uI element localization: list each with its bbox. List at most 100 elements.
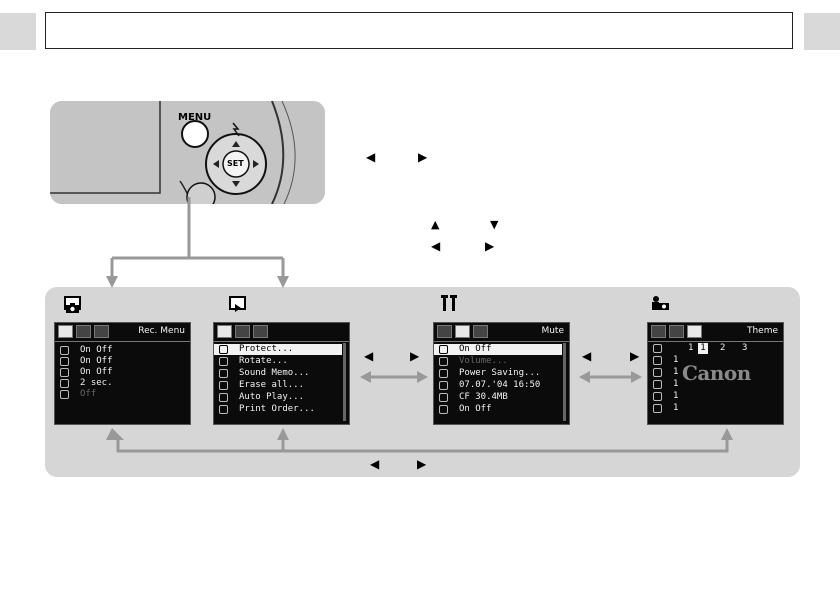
digital-zoom-icon [60,368,69,377]
down-arrow-mark: ▼ [490,218,499,231]
left-arrow-mark: ◀ [364,349,374,363]
self-timer-icon [60,390,69,399]
menu-row: 1 [648,391,678,402]
menu-row: CF 30.4MB [434,392,562,403]
af-assist-icon [60,357,69,366]
right-arrow-mark: ▶ [417,457,427,471]
screen-title: Rec. Menu [138,326,185,336]
theme-icon [653,344,662,353]
screen-tab-bar: Theme [648,323,783,342]
menu-row: Volume... [434,356,562,367]
red-eye-icon [60,346,69,355]
theme-option: 2 [720,343,726,353]
camera-icon [58,325,73,338]
menu-row: 1 [648,355,678,366]
tools-icon [669,325,684,338]
volume-icon [439,357,448,366]
menu-row: Off [55,389,183,400]
screen-tab-bar: Rec. Menu [55,323,190,342]
left-arrow-mark: ◀ [582,349,592,363]
setup-menu-screen: Mute On Off Volume... Power Saving... 07… [433,322,570,425]
format-icon [439,393,448,402]
menu-row: Protect... [214,344,342,355]
camera-back-photo: MENU SET [50,101,325,204]
screen-title: Theme [746,326,778,336]
startup-sound-icon [653,368,662,377]
up-arrow-mark: ▲ [431,218,440,231]
menu-row: On Off [55,356,183,367]
left-arrow-mark: ◀ [431,239,441,253]
left-arrow-mark: ◀ [366,150,376,164]
scrollbar [563,343,566,421]
rec-menu-screen: Rec. Menu On Off On Off On Off 2 sec. Of… [54,322,191,425]
menu-row: Erase all... [214,380,342,391]
left-arrow-mark: ◀ [370,457,380,471]
power-icon [439,369,448,378]
theme-option: 3 [742,343,748,353]
mycamera-icon [651,295,669,311]
menu-row: On Off [434,344,562,355]
mycamera-icon [687,325,702,338]
right-arrow-mark: ▶ [630,349,640,363]
brand-logo: Canon [682,361,751,385]
mycamera-menu-screen: Theme 1 2 3 Canon 1 1 1 1 1 1 [647,322,784,425]
menu-row: On Off [55,345,183,356]
tools-icon [455,325,470,338]
menu-row: 1 [648,379,678,390]
trash-icon [219,381,228,390]
menu-row: On Off [55,367,183,378]
key-icon [219,345,228,354]
menu-row: Print Order... [214,404,342,415]
play-icon [217,325,232,338]
menu-row: 1 [648,403,678,414]
mic-icon [219,369,228,378]
left-page-tab [0,13,36,50]
camera-icon [64,296,81,313]
menu-row: 2 sec. [55,378,183,389]
camera-icon [651,325,666,338]
print-icon [219,405,228,414]
tools-icon [235,325,250,338]
menu-row: Auto Play... [214,392,342,403]
menu-button-label: MENU [178,112,212,123]
mycamera-icon [253,325,268,338]
theme-options: 1 2 3 [698,343,778,354]
right-arrow-mark: ▶ [418,150,428,164]
right-page-tab [804,13,840,50]
play-icon [229,296,246,312]
menu-row: Power Saving... [434,368,562,379]
menu-row: Rotate... [214,356,342,367]
tools-icon [76,325,91,338]
set-button-label: SET [227,159,244,168]
theme-option: 1 [698,343,708,354]
screen-tab-bar [214,323,349,342]
file-number-icon [439,405,448,414]
screen-title: Mute [541,326,564,336]
rotate-icon [219,357,228,366]
right-arrow-mark: ▶ [485,239,495,253]
startup-image-icon [653,356,662,365]
mycamera-icon [473,325,488,338]
mycamera-icon [94,325,109,338]
scrollbar [343,343,346,421]
tools-icon [440,295,458,311]
screen-tab-bar: Mute [434,323,569,342]
review-icon [60,379,69,388]
section-title-box [45,12,793,49]
play-menu-screen: Protect... Rotate... Sound Memo... Erase… [213,322,350,425]
operation-sound-icon [653,380,662,389]
menu-row: 1 [648,367,678,378]
clock-icon [439,381,448,390]
menu-row: 1 [648,343,693,354]
mute-icon [439,345,448,354]
camera-illustration [50,101,325,204]
shutter-sound-icon [653,404,662,413]
menu-row: 07.07.'04 16:50 [434,380,562,391]
menu-row: Sound Memo... [214,368,342,379]
camera-icon [437,325,452,338]
autoplay-icon [219,393,228,402]
right-arrow-mark: ▶ [410,349,420,363]
menu-row: On Off [434,404,562,415]
selftimer-sound-icon [653,392,662,401]
